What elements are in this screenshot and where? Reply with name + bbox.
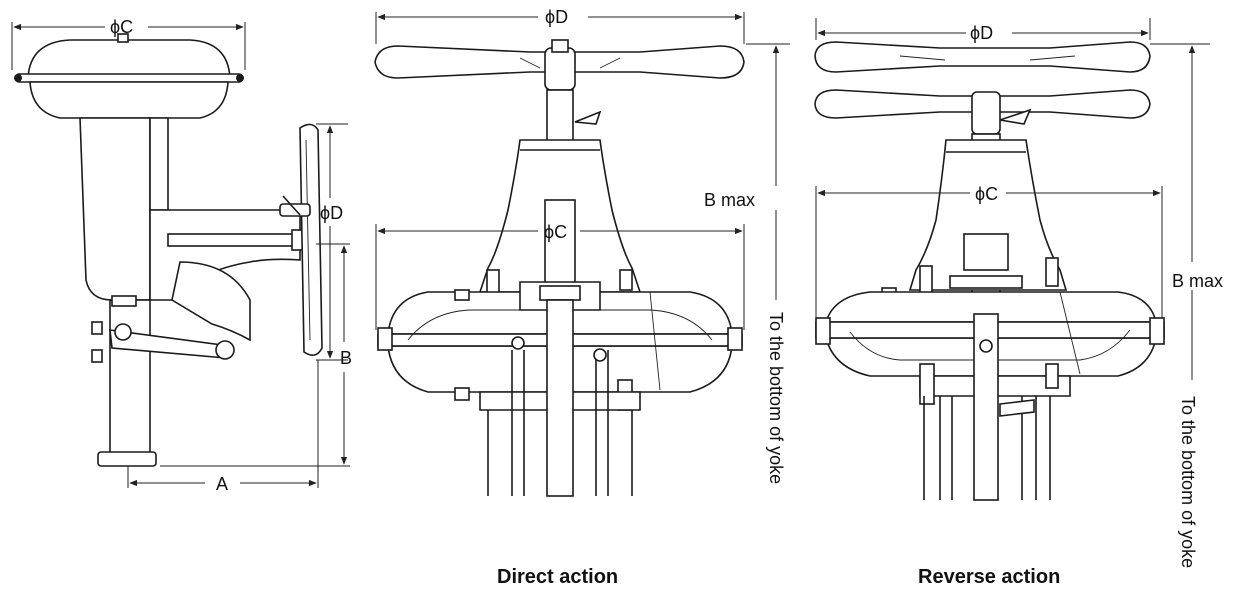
reverse-action-yoke-note: To the bottom of yoke (1178, 396, 1198, 568)
direct-action-b-max-label: B max (704, 190, 755, 210)
side-view-actuator (14, 33, 323, 467)
direct-action-phi-d-label: ϕD (545, 7, 568, 27)
direct-action-dimensions (375, 12, 790, 330)
direct-action-phi-c-label: ϕC (544, 222, 567, 242)
direct-action-actuator (374, 39, 745, 497)
reverse-action-dimensions (815, 18, 1210, 380)
reverse-action-b-max-label: B max (1172, 271, 1223, 291)
reverse-action-caption: Reverse action (918, 566, 1060, 588)
side-view-phi-d-label: ϕD (320, 203, 343, 223)
reverse-action-phi-d-label: ϕD (970, 23, 993, 43)
reverse-action-actuator (814, 41, 1165, 501)
direct-action-caption: Direct action (497, 566, 618, 588)
direct-action-yoke-note: To the bottom of yoke (766, 312, 786, 484)
side-view-a-label: A (216, 474, 228, 494)
reverse-action-phi-c-label: ϕC (975, 184, 998, 204)
side-view-b-label: B (340, 348, 352, 368)
side-view-phi-c-label: ϕC (110, 17, 133, 37)
side-view-dimensions (11, 22, 350, 488)
